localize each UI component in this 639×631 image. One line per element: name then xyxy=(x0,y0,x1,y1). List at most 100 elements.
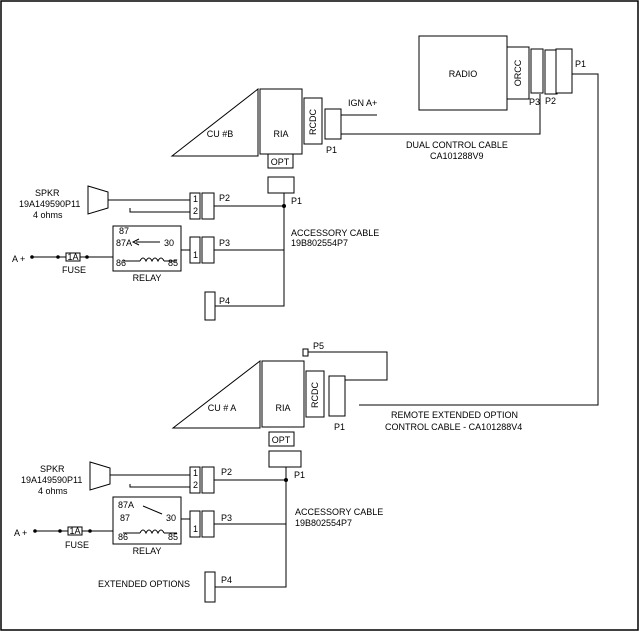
radio-orcc-label: ORCC xyxy=(513,59,523,86)
p3-b-label: P3 xyxy=(219,238,230,248)
extended-options-label: EXTENDED OPTIONS xyxy=(98,579,190,589)
p3-a-label: P3 xyxy=(221,513,232,523)
fuse-a-label: FUSE xyxy=(65,540,89,550)
a-plus-b-label: A + xyxy=(12,254,25,264)
cu-b-ign-label: IGN A+ xyxy=(348,98,377,108)
relay-b-box xyxy=(112,225,182,272)
p2-a-connector xyxy=(201,466,215,494)
relay-b-30: 30 xyxy=(164,238,174,248)
cu-b-rcdc-box xyxy=(303,97,323,145)
cu-b-rcdc-label: RCDC xyxy=(308,109,318,135)
radio-p3-connector xyxy=(530,48,544,94)
relay-a-switch xyxy=(142,505,163,515)
a-plus-a-label: A + xyxy=(14,528,27,538)
spkr-a-part-label: 19A149590P11 xyxy=(21,475,82,485)
accessory-group-a: SPKR 19A149590P11 4 ohms 1 2 P2 87A 87 3… xyxy=(14,461,383,603)
relay-b-coil-icon xyxy=(139,257,165,263)
p2-b-connector xyxy=(201,192,215,220)
cu-b-opt-p1-connector xyxy=(267,176,295,194)
accessory-cable-b-label-1: ACCESSORY CABLE xyxy=(291,228,379,238)
accessory-cable-a-label-1: ACCESSORY CABLE xyxy=(295,507,383,517)
relay-a-87: 87 xyxy=(120,513,130,523)
trunk-a-node xyxy=(284,478,288,482)
fuse-a-node-2 xyxy=(88,529,92,533)
cu-a-body xyxy=(171,359,261,429)
relay-a-87a: 87A xyxy=(118,500,134,510)
cu-b-opt-p1-label: P1 xyxy=(291,196,302,206)
fuse-b-label: FUSE xyxy=(62,265,86,275)
relay-b-label: RELAY xyxy=(133,273,162,283)
p2-a-label: P2 xyxy=(221,467,232,477)
cu-b-opt-label: OPT xyxy=(271,157,290,167)
fuse-b-value: 1A xyxy=(67,252,78,262)
cu-a-opt-box xyxy=(268,431,295,447)
relay-a-85: 85 xyxy=(168,532,178,542)
power-b-node xyxy=(30,255,34,259)
dual-control-cable-wire xyxy=(341,94,541,135)
power-a-node xyxy=(33,529,37,533)
p3-b-pin1: 1 xyxy=(193,250,198,260)
spkr-b-ohms-label: 4 ohms xyxy=(33,210,63,220)
spkr-a-label: SPKR xyxy=(40,464,65,474)
p4-b-connector xyxy=(204,291,216,321)
spkr-b-label: SPKR xyxy=(35,188,60,198)
radio-p2-label: P2 xyxy=(545,96,556,106)
fuse-b-node-1 xyxy=(56,255,60,259)
cu-a-rcdc-box xyxy=(305,370,325,418)
p4-b-label: P4 xyxy=(219,296,230,306)
control-unit-b: CU #B RIA RCDC P1 IGN A+ OPT P1 DUAL CON… xyxy=(170,87,508,206)
cu-b-label: CU #B xyxy=(207,129,234,139)
cu-a-opt-p1-label: P1 xyxy=(294,470,305,480)
radio-orcc-box xyxy=(506,46,530,100)
p3-b-pin-box xyxy=(189,236,201,264)
dual-control-cable-label-2: CA101288V9 xyxy=(430,151,484,161)
cu-a-opt-label: OPT xyxy=(272,435,291,445)
relay-b-87: 87 xyxy=(119,226,129,236)
relay-b-85: 85 xyxy=(168,258,178,268)
radio-box xyxy=(418,35,508,111)
p3-a-pin-box xyxy=(189,510,201,538)
relay-a-label: RELAY xyxy=(133,546,162,556)
speaker-a-icon xyxy=(89,461,111,491)
p2-a-pin-box xyxy=(189,466,201,494)
accessory-group-b: SPKR 19A149590P11 4 ohms 1 2 P2 87 87A 3… xyxy=(12,185,379,321)
speaker-b-icon xyxy=(87,185,109,215)
cu-a-rcdc-label: RCDC xyxy=(310,382,320,408)
p3-a-pin1: 1 xyxy=(193,524,198,534)
fuse-b-icon xyxy=(65,252,81,262)
relay-b-switch-arrow xyxy=(131,238,140,246)
cu-b-wiring xyxy=(341,73,599,406)
accessory-a-trunk xyxy=(215,467,287,588)
relay-a-30: 30 xyxy=(166,513,176,523)
p2-b-pin1: 1 xyxy=(193,194,198,204)
radio-p1-label: P1 xyxy=(575,59,586,69)
p4-a-connector xyxy=(204,571,216,603)
cu-b-p1-connector xyxy=(324,108,342,140)
p4-a-label: P4 xyxy=(221,575,232,585)
p2-a-pin2: 2 xyxy=(193,480,198,490)
relay-a-box xyxy=(112,496,182,545)
accessory-cable-a-label-2: 19B802554P7 xyxy=(295,518,352,528)
relay-b-86: 86 xyxy=(116,258,126,268)
spkr-b-wire-2 xyxy=(129,208,190,213)
p2-b-pin-box xyxy=(189,192,201,220)
cu-a-p1-label: P1 xyxy=(334,422,345,432)
cu-b-ria-box xyxy=(259,88,303,155)
control-unit-a: CU # A RIA RCDC P1 P5 OPT P1 REMOTE EXTE… xyxy=(171,341,522,480)
p2-b-label: P2 xyxy=(219,193,230,203)
fuse-b-node-2 xyxy=(85,255,89,259)
spkr-a-wire-2 xyxy=(129,484,190,488)
p3-b-connector xyxy=(201,236,215,264)
remote-extended-option-label-2: CONTROL CABLE - CA101288V4 xyxy=(385,422,522,432)
radio-p2-connector xyxy=(544,49,558,95)
radio-unit: RADIO ORCC P3 P2 P1 xyxy=(418,35,586,111)
cu-b-p1-label: P1 xyxy=(326,145,337,155)
cu-a-p5-label: P5 xyxy=(313,341,324,351)
trunk-b-node xyxy=(282,204,286,208)
spkr-a-ohms-label: 4 ohms xyxy=(38,486,68,496)
cu-a-label: CU # A xyxy=(208,403,237,413)
cu-b-opt-box xyxy=(267,153,294,169)
relay-b-87a: 87A xyxy=(116,238,132,248)
